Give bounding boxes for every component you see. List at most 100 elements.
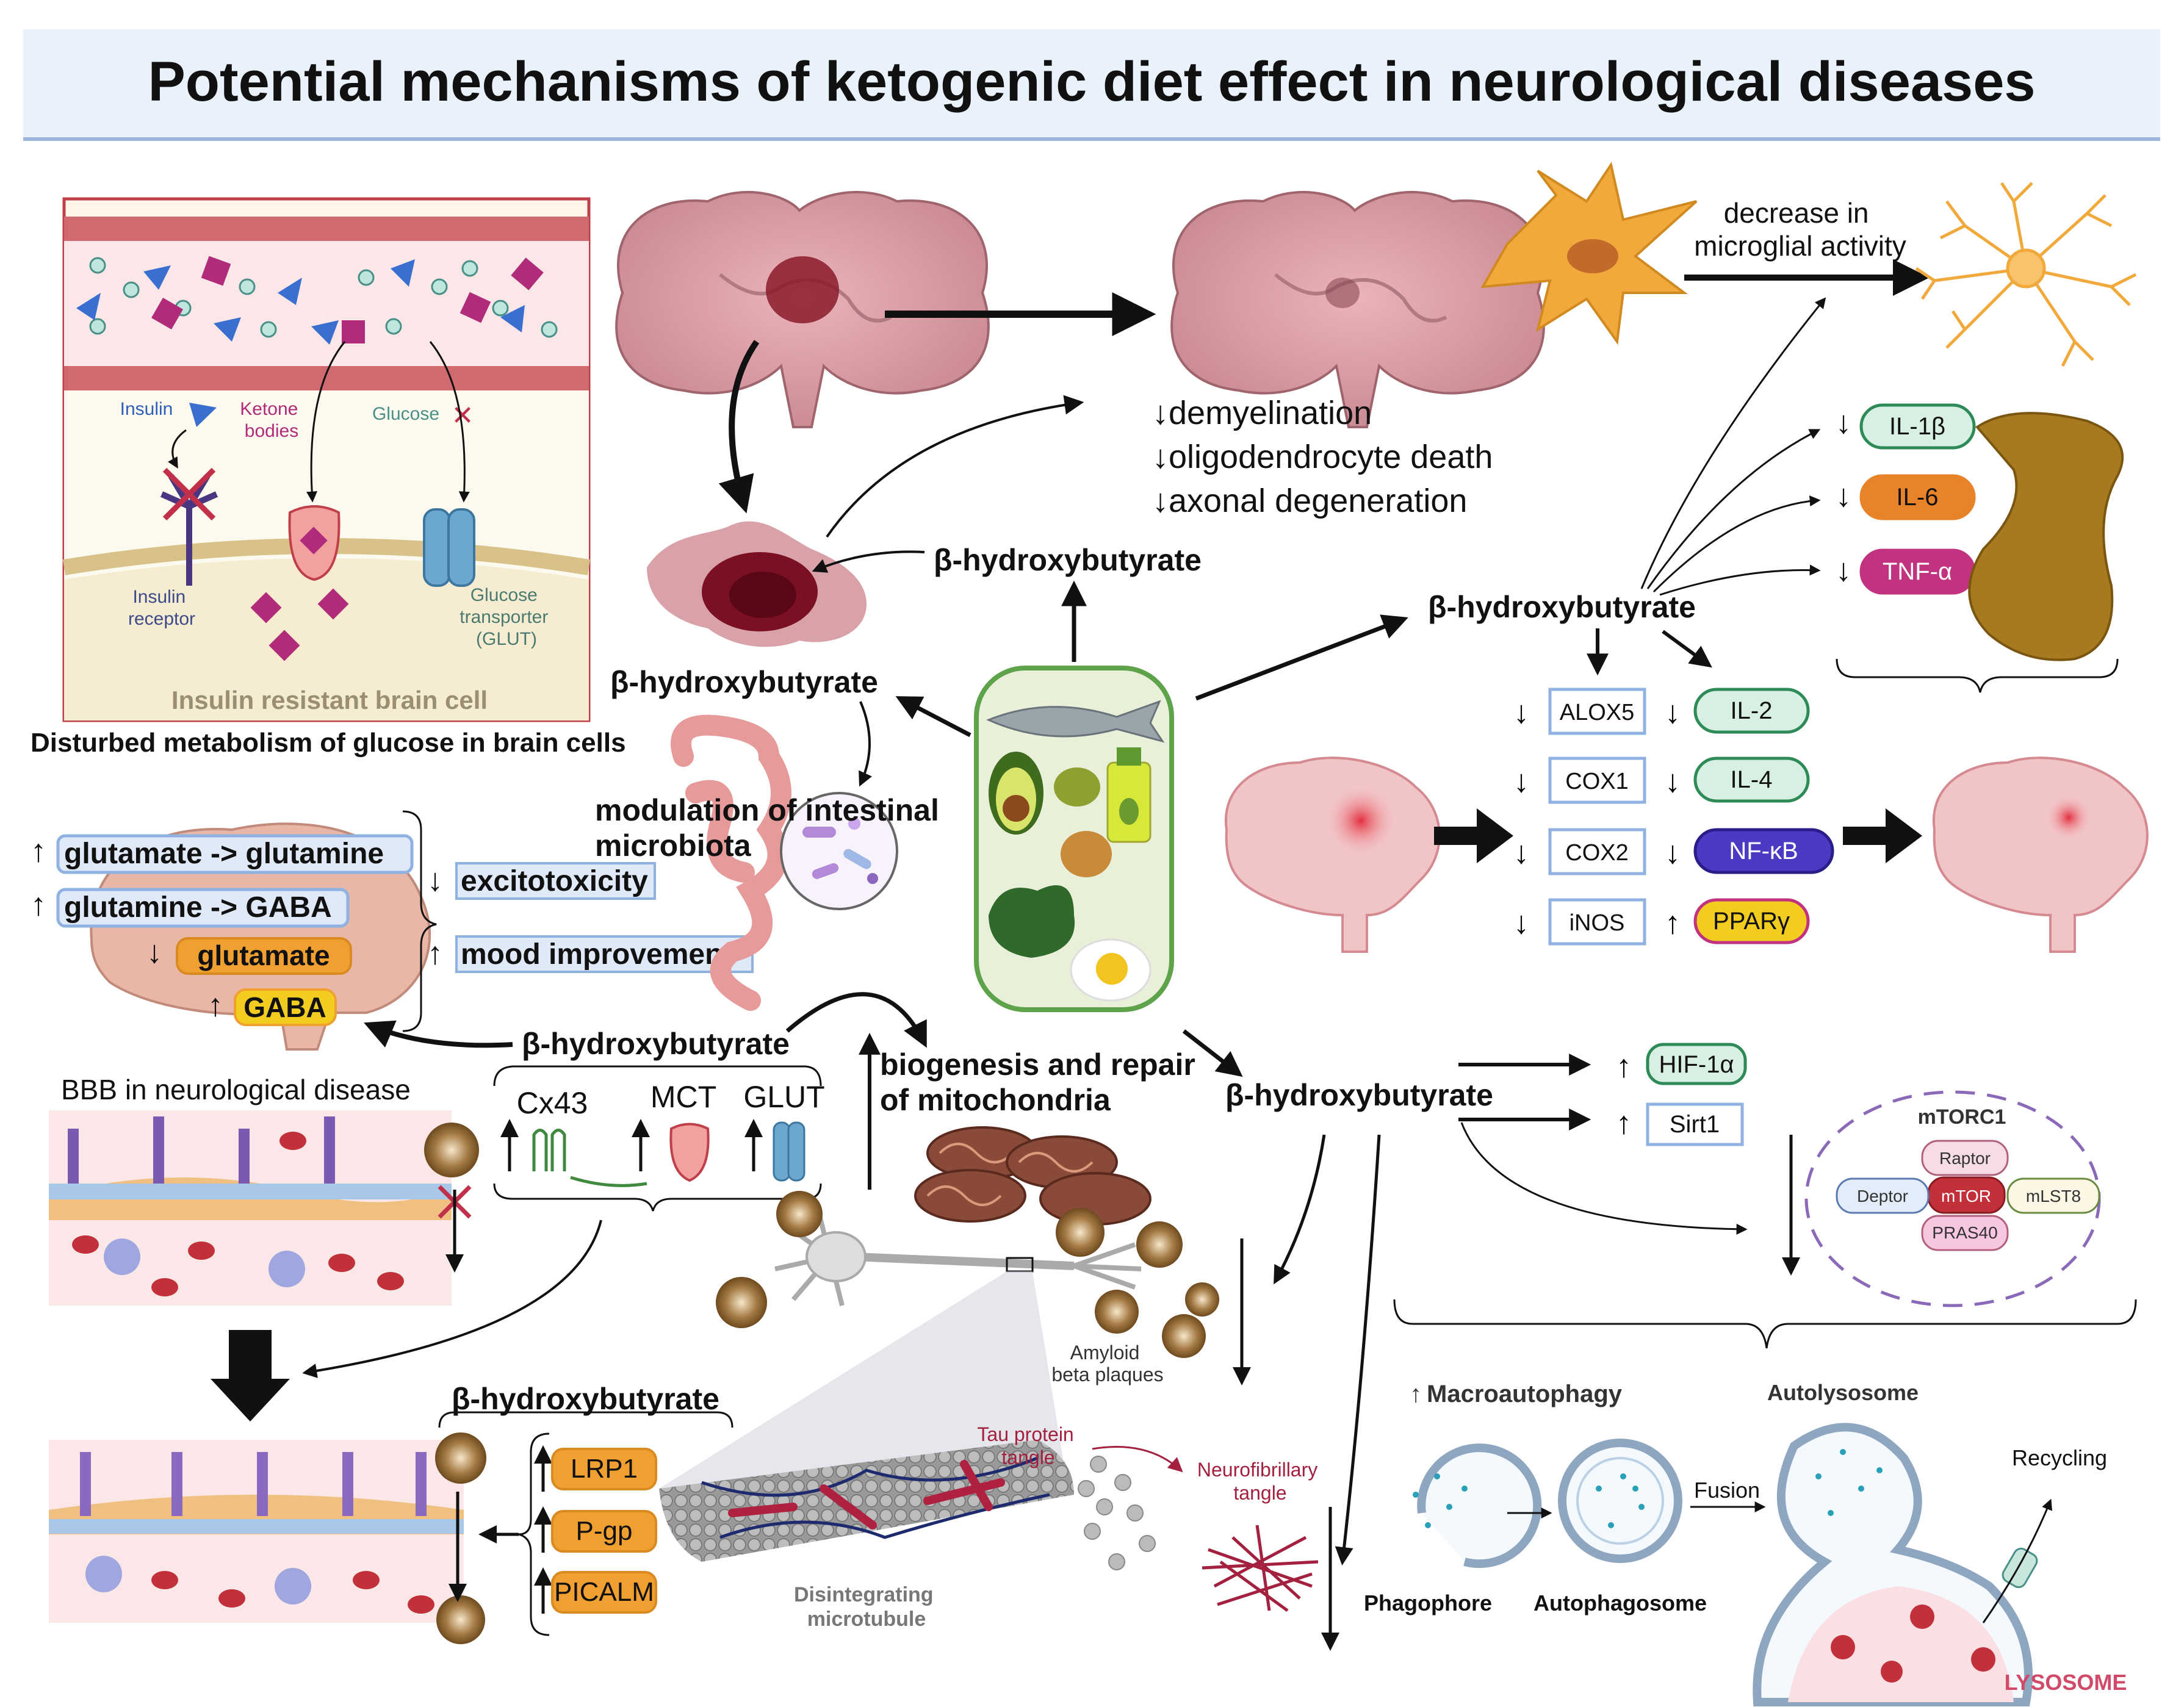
- insulin-receptor-label: Insulin receptor: [128, 587, 195, 629]
- neurotransmitter-items: ↑ glutamate -> glutamine ↑ glutamine -> …: [31, 833, 414, 1026]
- neuron-soma: [805, 1231, 867, 1282]
- glut-icon: [773, 1121, 791, 1182]
- bhb-label-gut: β-hydroxybutyrate: [610, 665, 878, 699]
- recycling-label: Recycling: [2012, 1445, 2107, 1470]
- tau-arrow: [1092, 1446, 1183, 1473]
- insulin-receptor-icon: [160, 474, 218, 586]
- neurotransmitter-bracket: [402, 810, 437, 1032]
- big-arrow-right: [1843, 808, 1922, 863]
- svg-text:Deptor: Deptor: [1857, 1187, 1908, 1206]
- insulin-label: Insulin: [120, 399, 173, 419]
- svg-text:↑: ↑: [31, 887, 46, 922]
- food-to-bhb-left-arrow: [895, 696, 971, 738]
- organ-bracket: [1836, 658, 2119, 693]
- interleukin-label: NF-κB: [1729, 838, 1798, 864]
- enzyme-item: ↓ COX1: [1513, 756, 1646, 804]
- glucose-entry-arrow: [429, 341, 470, 503]
- svg-text:↓: ↓: [146, 935, 162, 970]
- svg-text:glutamate -> glutamine: glutamate -> glutamine: [64, 838, 384, 870]
- ketone-inside-particles: [250, 588, 349, 661]
- bhb-diag-arrow: [1662, 630, 1712, 668]
- cytokine-label: IL-6: [1897, 484, 1939, 511]
- svg-text:↓: ↓: [1513, 905, 1529, 941]
- bhb-to-brain-arrow: [364, 1020, 513, 1048]
- svg-text:↓: ↓: [1836, 405, 1851, 440]
- transport-bracket-top: [438, 1411, 733, 1428]
- svg-text:GABA: GABA: [243, 991, 326, 1023]
- svg-text:↓: ↓: [1836, 478, 1851, 514]
- zoom-cone: [659, 1271, 1068, 1489]
- bbb-title: BBB in neurological disease: [61, 1074, 411, 1105]
- amyloid-plaques: [716, 1191, 1219, 1358]
- neurofibrillary-tangle: [1202, 1525, 1319, 1612]
- interleukin-item: ↓ IL-2: [1665, 688, 1810, 734]
- insulin-resistant-cell-label: Insulin resistant brain cell: [171, 686, 488, 714]
- mtorc1-title: mTORC1: [1918, 1105, 2006, 1129]
- hif-list: ↑ HIF-1α ↑ Sirt1: [1616, 1043, 1747, 1146]
- transport-bracket-left: [518, 1432, 550, 1636]
- page-title: Potential mechanisms of ketogenic diet e…: [148, 51, 2035, 113]
- svg-text:PRAS40: PRAS40: [1932, 1223, 1997, 1242]
- glucose-transporter-label: Glucose transporter (GLUT): [460, 585, 553, 649]
- transport-protein-list: LRP1 P-gp PICALM: [534, 1445, 657, 1614]
- ketone-bodies-label: Ketone bodies: [240, 399, 303, 441]
- autolysosome-label: Autolysosome: [1767, 1380, 1919, 1405]
- interleukin-item: ↓ IL-4: [1665, 756, 1810, 803]
- lower-to-autophagy-arrow: [1335, 1134, 1381, 1565]
- microtubule-illustration: [659, 1440, 1156, 1570]
- cytokine-item: ↓ IL-1β: [1836, 403, 1976, 450]
- autophagosome-icon: [1558, 1439, 1682, 1563]
- interleukin-label: IL-4: [1731, 766, 1773, 793]
- activated-microglia: [1480, 161, 1698, 345]
- svg-text:mood improvement: mood improvement: [461, 938, 732, 971]
- recycling-arrow: [1982, 1498, 2053, 1623]
- food-to-bhb-lower-arrow: [1182, 1029, 1243, 1077]
- phagophore-icon: [1413, 1443, 1542, 1569]
- mitochondria-label: biogenesis and repair of mitochondria: [880, 1048, 1204, 1117]
- lysosome-label: LYSOSOME: [2005, 1670, 2127, 1695]
- macroautophagy-title: ↑Macroautophagy: [1410, 1381, 1623, 1407]
- svg-text:↑: ↑: [31, 833, 46, 869]
- bbb-curve-arrow: [302, 1220, 602, 1378]
- insulin-entry-arrow: [168, 429, 187, 469]
- bhb-to-mito-arrow: [785, 992, 927, 1048]
- lesion-to-recovery-arrow: [826, 395, 1084, 538]
- svg-text:↑: ↑: [1616, 1049, 1632, 1084]
- bbb-transporters: Cx43 MCT GLUT: [500, 1080, 825, 1187]
- enzyme-item: ↓ COX2: [1513, 828, 1646, 875]
- ketogenic-food-panel: [974, 666, 1174, 1012]
- transport-protein-label: LRP1: [571, 1454, 638, 1484]
- cytokine-chip: [1859, 403, 1976, 450]
- microglia-text: decrease in microglial activity: [1694, 197, 1906, 262]
- interleukin-chip: [1693, 828, 1834, 874]
- bbb-big-down-arrow: [211, 1330, 290, 1421]
- bbb-healthy-block: [49, 1432, 486, 1644]
- cytokine-chip: [1859, 474, 1976, 520]
- interleukin-label: PPARγ: [1713, 908, 1790, 935]
- diseased-brain-section: [615, 190, 990, 428]
- lower-to-mtor-arrow: [1460, 1122, 1748, 1235]
- interleukin-chip: [1693, 688, 1810, 734]
- glucose-label: Glucose: [372, 404, 439, 424]
- sirt1-label: Sirt1: [1670, 1111, 1720, 1138]
- food-to-bhb-right-arrow: [1195, 614, 1408, 701]
- bhb-label-lower: β-hydroxybutyrate: [1225, 1078, 1493, 1112]
- autophagy-bracket: [1393, 1299, 2137, 1349]
- interleukin-chip: [1693, 898, 1810, 944]
- transport-protein-label: P-gp: [576, 1516, 633, 1546]
- resting-microglia: [1915, 182, 2137, 367]
- healed-brain: [1932, 756, 2149, 953]
- neurotransmitter-brain: [90, 822, 431, 1051]
- glut-label: GLUT: [743, 1080, 824, 1114]
- insulin-icon: [189, 403, 217, 427]
- mct-icon: [669, 1123, 710, 1182]
- cytokine-label: IL-1β: [1889, 413, 1945, 440]
- svg-text:↑: ↑: [207, 988, 223, 1023]
- transporter-bracket-bottom: [493, 1183, 822, 1212]
- ketone-particles: [151, 256, 544, 343]
- lesion-zoom-arrow: [718, 340, 760, 514]
- bhb-cytokine-arrows: [1640, 297, 1826, 596]
- svg-text:↑: ↑: [1616, 1105, 1632, 1141]
- svg-text:↓: ↓: [1836, 553, 1851, 588]
